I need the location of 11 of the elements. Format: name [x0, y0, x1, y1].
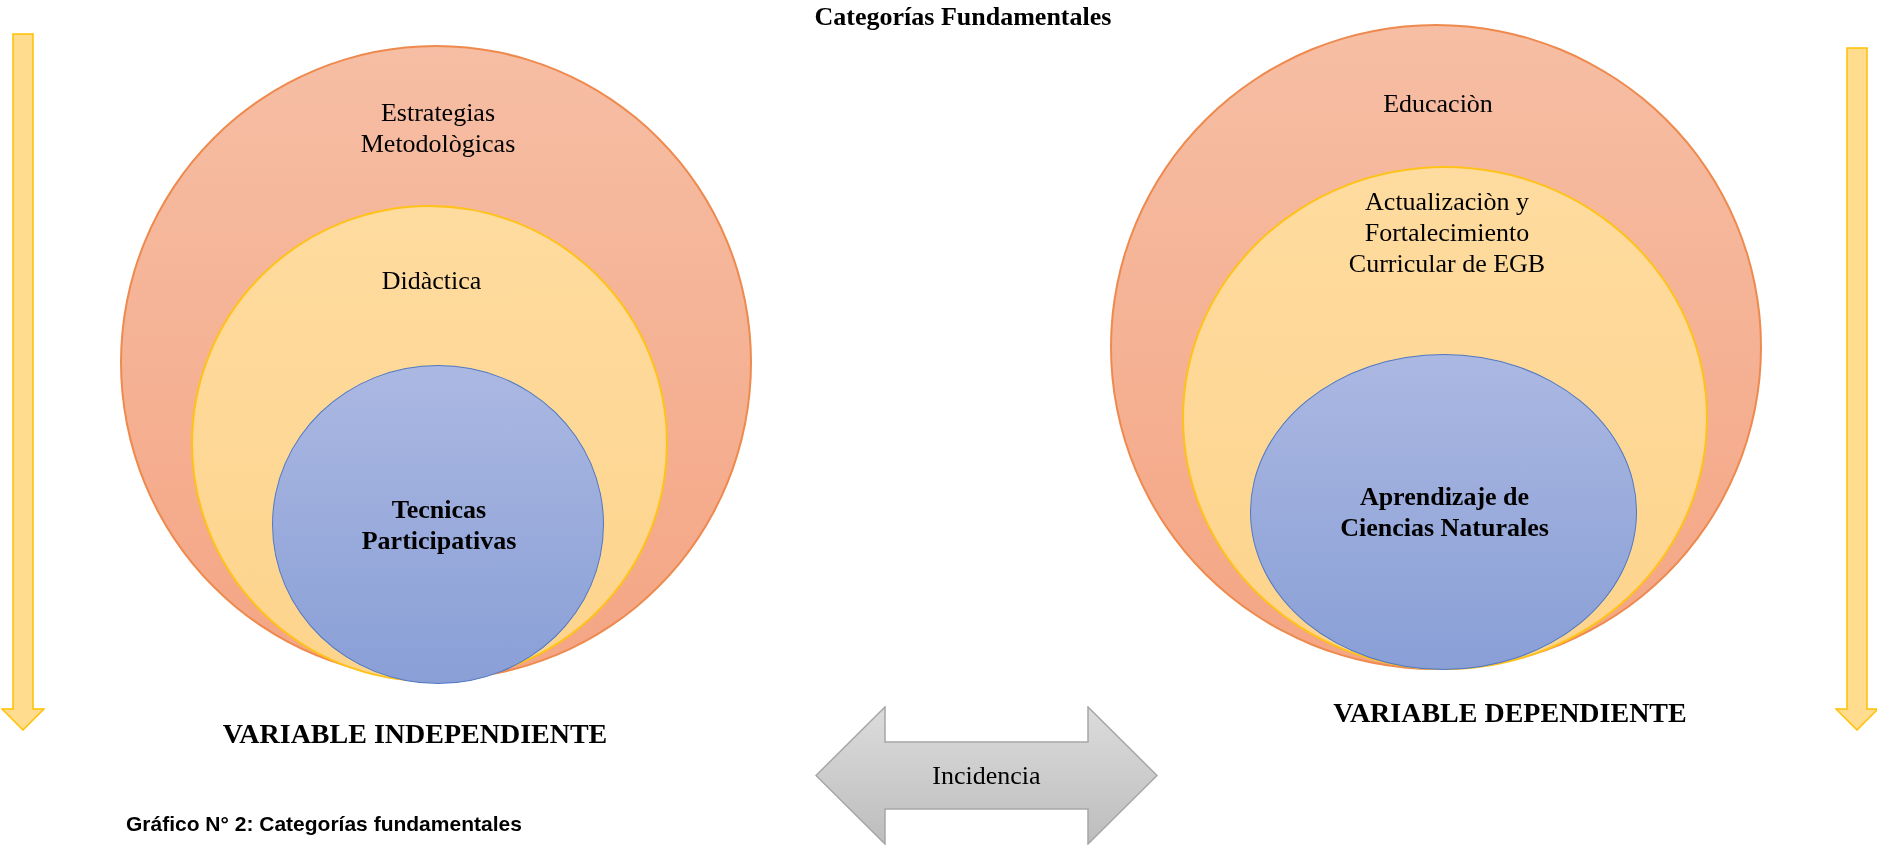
caption: Gráfico N° 2: Categorías fundamentales — [126, 812, 522, 836]
node-label: Educaciòn — [1382, 88, 1494, 120]
node-label: Didàctica — [380, 265, 483, 297]
node-label: Actualizaciòn y Fortalecimiento Curricular de EGB — [1347, 186, 1547, 280]
node-label: Aprendizaje de Ciencias Naturales — [1339, 480, 1550, 544]
node-label: Incidencia — [931, 759, 1042, 792]
variable-label: VARIABLE DEPENDIENTE — [1332, 697, 1688, 729]
node-label: Estrategias Metodològicas — [359, 97, 517, 160]
title: Categorías Fundamentales — [813, 2, 1113, 32]
variable-label: VARIABLE INDEPENDIENTE — [221, 718, 609, 750]
node-label: Tecnicas Participativas — [360, 493, 518, 556]
